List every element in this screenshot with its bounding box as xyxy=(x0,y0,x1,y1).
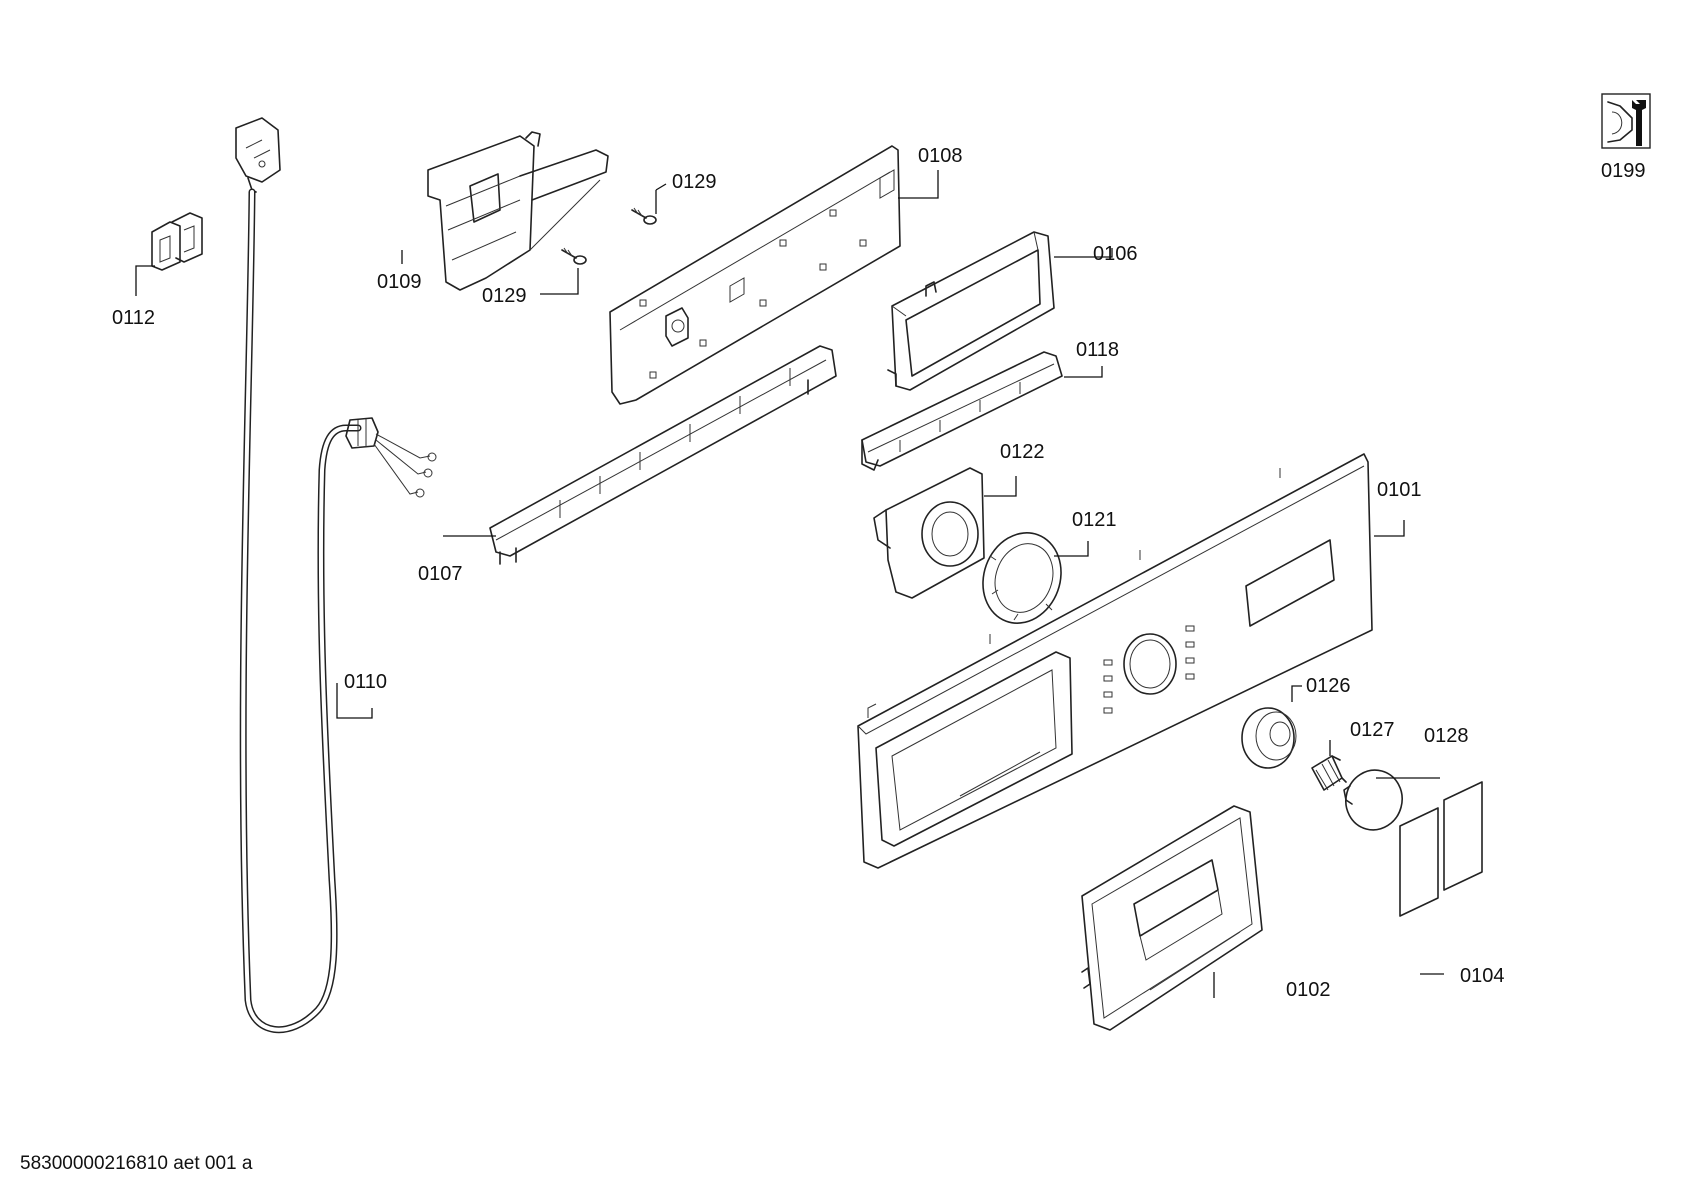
label-0121: 0121 xyxy=(1072,509,1117,531)
part-0112-cable-clip[interactable] xyxy=(151,212,203,271)
label-0126: 0126 xyxy=(1306,675,1351,697)
label-0118: 0118 xyxy=(1076,339,1119,361)
part-0109-bracket[interactable] xyxy=(427,131,609,291)
label-0112: 0112 xyxy=(112,307,155,329)
label-0106: 0106 xyxy=(1093,243,1138,265)
part-0104-stickers[interactable] xyxy=(1399,781,1483,917)
part-0110-power-cord[interactable] xyxy=(235,117,437,1034)
label-0104: 0104 xyxy=(1460,965,1505,987)
part-0127-knob-coupling[interactable] xyxy=(1311,755,1347,791)
part-0121-selector-ring[interactable] xyxy=(971,522,1074,634)
part-0101-control-panel-fascia[interactable] xyxy=(857,453,1373,869)
label-0110: 0110 xyxy=(344,671,387,693)
part-0129-screw-lower[interactable] xyxy=(561,247,587,265)
part-0106-display-frame[interactable] xyxy=(887,231,1055,391)
label-0107: 0107 xyxy=(418,563,463,585)
label-0108: 0108 xyxy=(918,145,963,167)
label-0129-lower: 0129 xyxy=(482,285,527,307)
label-0109: 0109 xyxy=(377,271,422,293)
drawing-reference-footer: 58300000216810 aet 001 a xyxy=(20,1153,253,1174)
part-0118-holder-rail[interactable] xyxy=(861,351,1063,471)
label-0129-upper: 0129 xyxy=(672,171,717,193)
label-0101: 0101 xyxy=(1377,479,1422,501)
wrench-service-icon[interactable] xyxy=(1601,93,1651,149)
label-0122: 0122 xyxy=(1000,441,1045,463)
label-0199: 0199 xyxy=(1601,160,1646,182)
part-0126-knob[interactable] xyxy=(1241,707,1297,769)
label-0127: 0127 xyxy=(1350,719,1395,741)
label-0102: 0102 xyxy=(1286,979,1331,1001)
part-0129-screw-upper[interactable] xyxy=(631,207,657,225)
part-0108-control-module[interactable] xyxy=(609,145,901,405)
label-0128: 0128 xyxy=(1424,725,1469,747)
part-0122-selector-holder[interactable] xyxy=(873,467,985,599)
part-0107-light-guide[interactable] xyxy=(489,345,837,565)
part-0128-cap[interactable] xyxy=(1339,764,1409,836)
part-0102-drawer-handle[interactable] xyxy=(1081,805,1263,1031)
